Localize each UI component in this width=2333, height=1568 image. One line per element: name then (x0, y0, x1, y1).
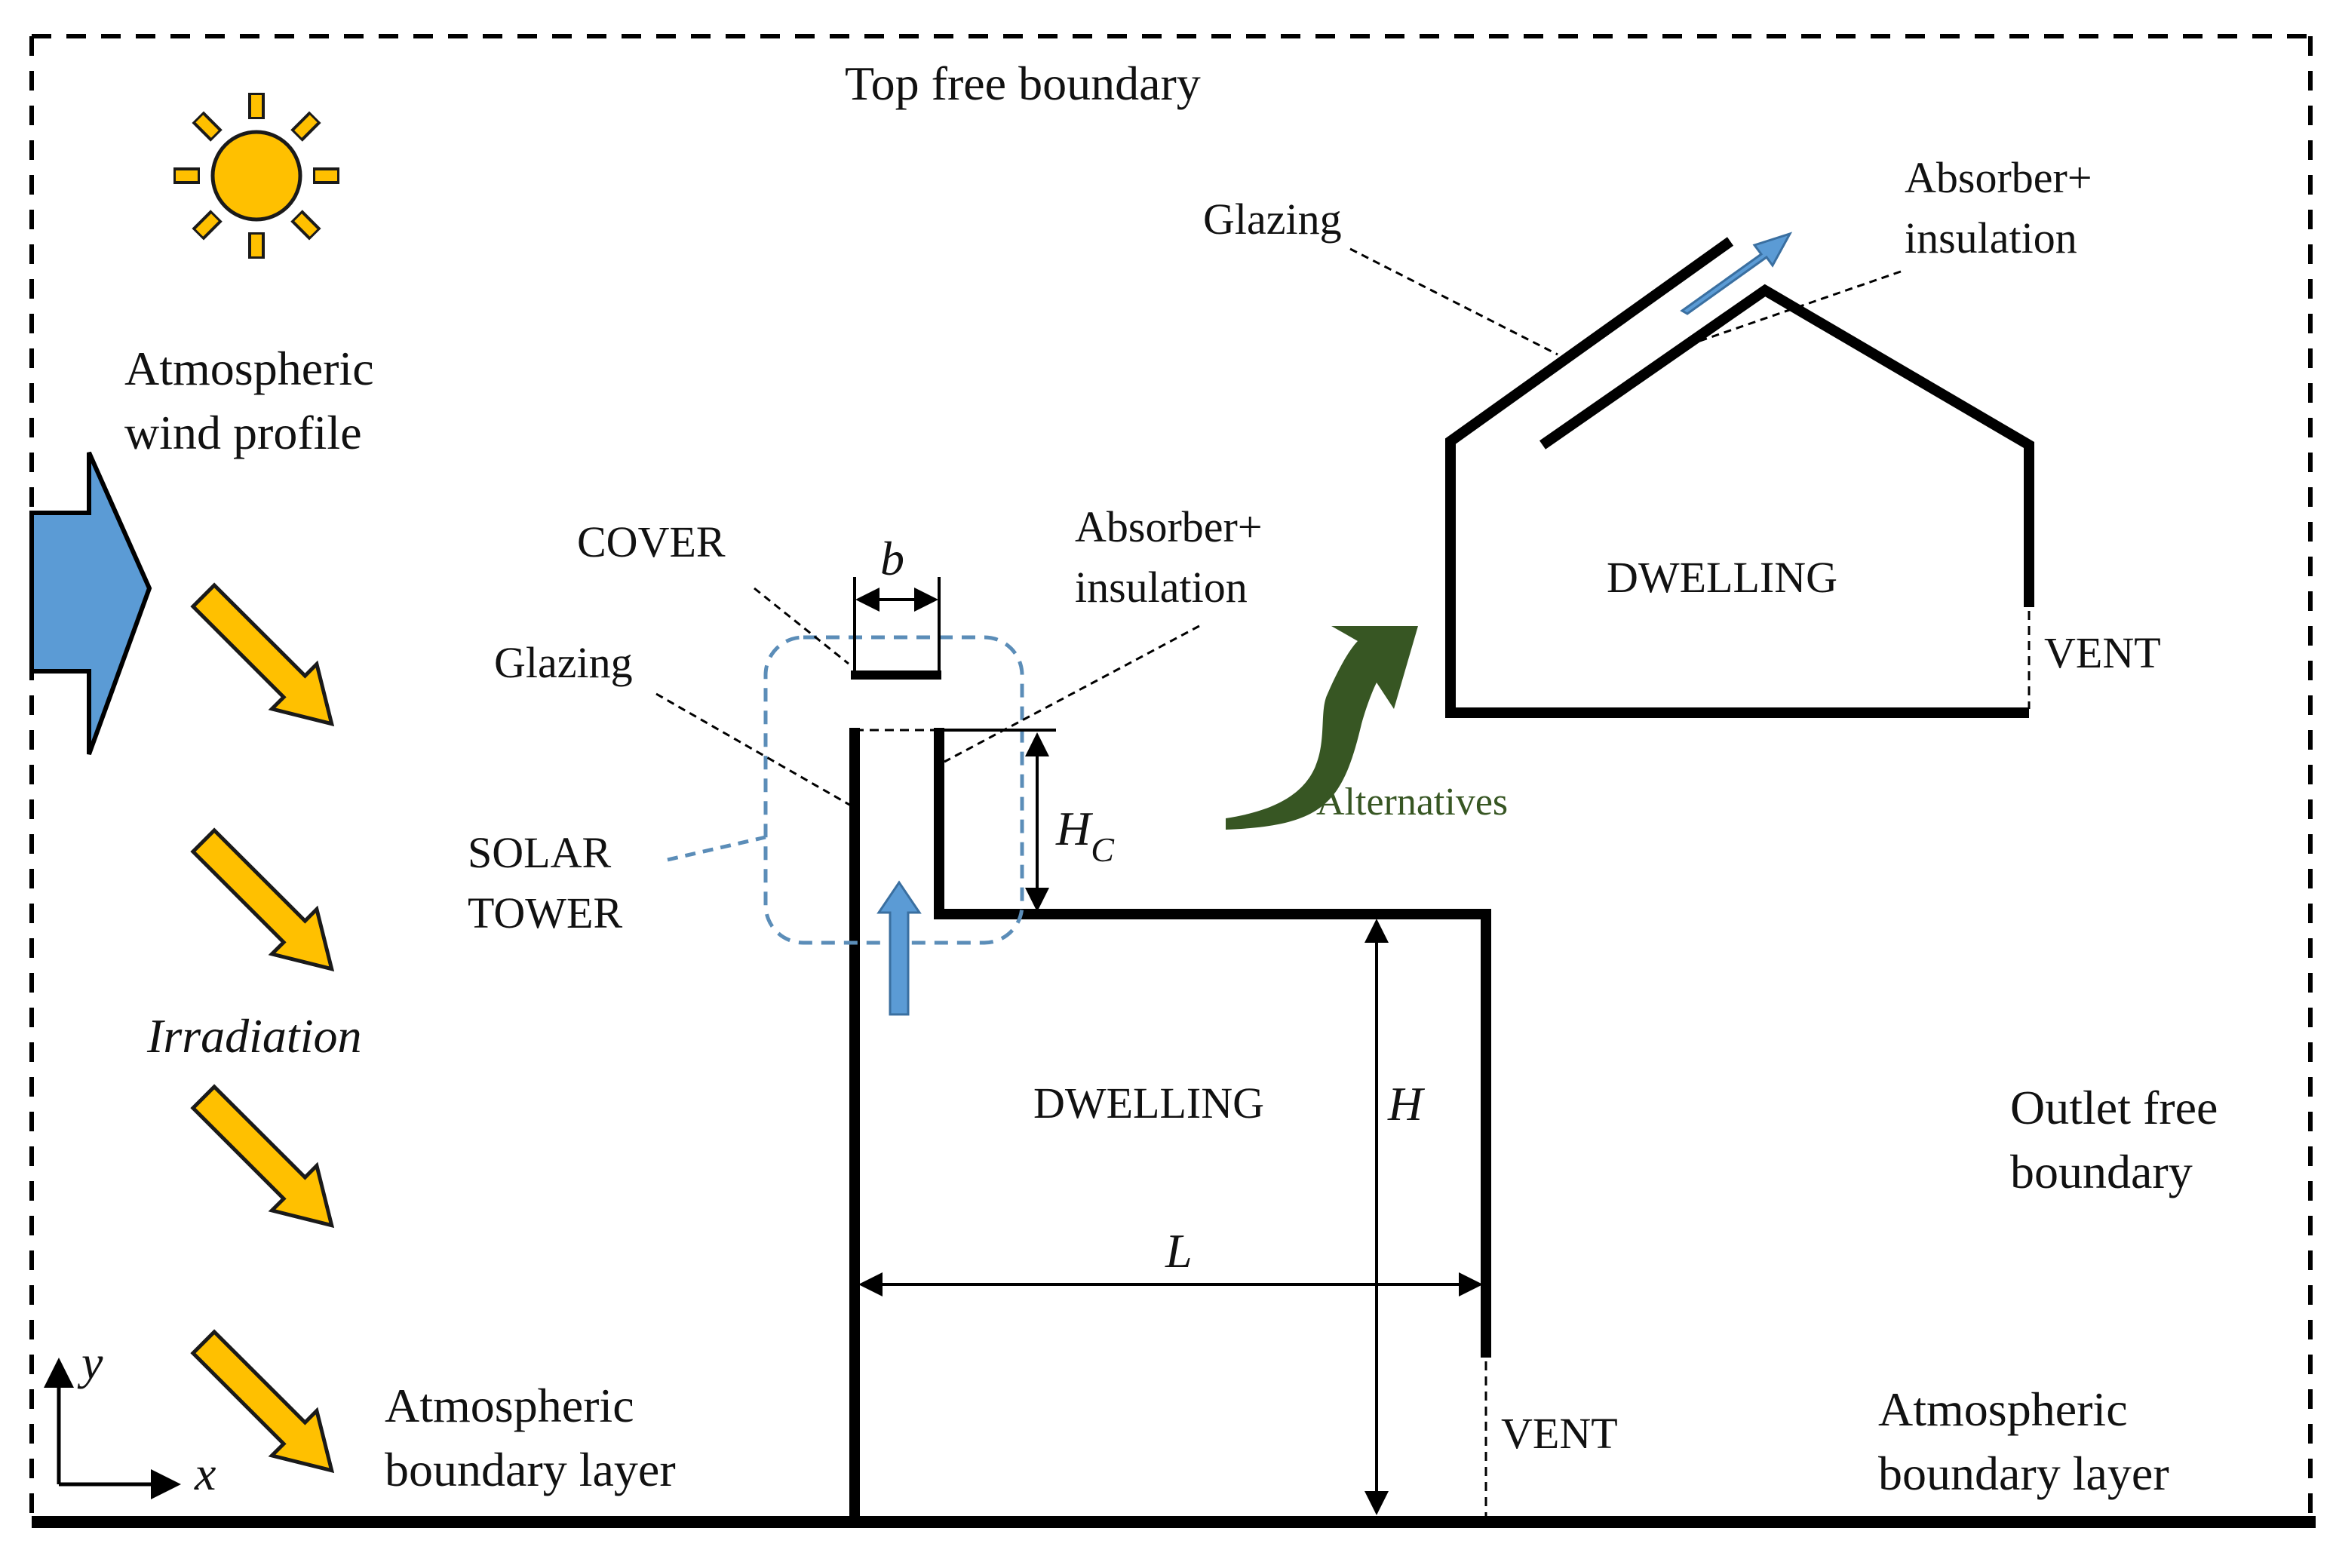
irradiation-arrow-icon (190, 1084, 335, 1229)
sun-ray-fill (195, 213, 219, 237)
domain-boundary (29, 34, 2316, 1528)
alt-glazing-leader (1349, 247, 1558, 356)
coordinate-axes (44, 1358, 181, 1499)
abl-right-label-1: Atmospheric (1878, 1382, 2128, 1436)
glazing-leader (655, 692, 852, 807)
alt-absorber-label-1: Absorber+ (1905, 153, 2092, 202)
solar-tower-label-1: SOLAR (468, 828, 611, 877)
main-dwelling-walls (849, 728, 1491, 1522)
alt-vent-label: VENT (2044, 628, 2161, 677)
alt-glazing-label: Glazing (1203, 195, 1342, 244)
alt-absorber-leader (1693, 270, 1902, 345)
h-label: H (1387, 1077, 1426, 1131)
irradiation-arrow-icon (190, 1329, 335, 1474)
solar-tower-leader (667, 835, 766, 862)
abl-left-label-2: boundary layer (385, 1443, 676, 1496)
b-label: b (880, 532, 904, 585)
l-label: L (1165, 1224, 1193, 1278)
alt-absorber-roof (1539, 284, 2034, 607)
cover-leader (754, 587, 849, 665)
absorber-label-2: insulation (1075, 563, 1248, 612)
outlet-boundary-label-1: Outlet free (2010, 1081, 2218, 1134)
sun-ray-fill (195, 115, 219, 138)
absorber-label-1: Absorber+ (1075, 502, 1263, 551)
axis-y-label: y (77, 1336, 103, 1389)
alt-absorber-label-2: insulation (1905, 213, 2077, 262)
alt-airflow-arrow-icon (1680, 232, 1793, 315)
irradiation-arrows (190, 582, 335, 1474)
abl-right-label-2: boundary layer (1878, 1447, 2169, 1500)
wind-profile-label-2: wind profile (124, 406, 362, 459)
alt-glazing-wall (1445, 237, 2029, 718)
irradiation-label: Irradiation (146, 1009, 361, 1063)
abl-left-label-1: Atmospheric (385, 1379, 634, 1432)
vent-label: VENT (1501, 1409, 1618, 1458)
absorber-wall (934, 728, 1491, 1358)
sun-disc (210, 130, 302, 222)
sun-icon (173, 93, 339, 259)
curved-arrow-icon (1226, 626, 1418, 830)
axis-x-label: x (194, 1447, 216, 1500)
cover-label: COVER (577, 517, 726, 566)
absorber-leader (944, 624, 1200, 763)
glazing-label: Glazing (494, 638, 633, 687)
irradiation-arrow-icon (190, 827, 335, 972)
alternatives-label: Alternatives (1316, 781, 1508, 824)
top-boundary-label: Top free boundary (845, 57, 1201, 110)
wind-arrow-icon (29, 451, 152, 756)
hc-label: HC (1055, 802, 1115, 869)
sun-ray-fill (294, 213, 318, 237)
sun-ray-fill (294, 115, 318, 138)
outlet-boundary-label-2: boundary (2010, 1145, 2193, 1198)
wind-profile-label-1: Atmospheric (124, 342, 374, 395)
irradiation-arrow-icon (190, 582, 335, 727)
alt-dwelling-label: DWELLING (1607, 553, 1837, 602)
dwelling-label: DWELLING (1033, 1079, 1264, 1128)
airflow-arrow-icon (876, 880, 922, 1016)
alt-dwelling-walls (1445, 237, 2034, 718)
solar-tower-label-2: TOWER (468, 888, 622, 937)
